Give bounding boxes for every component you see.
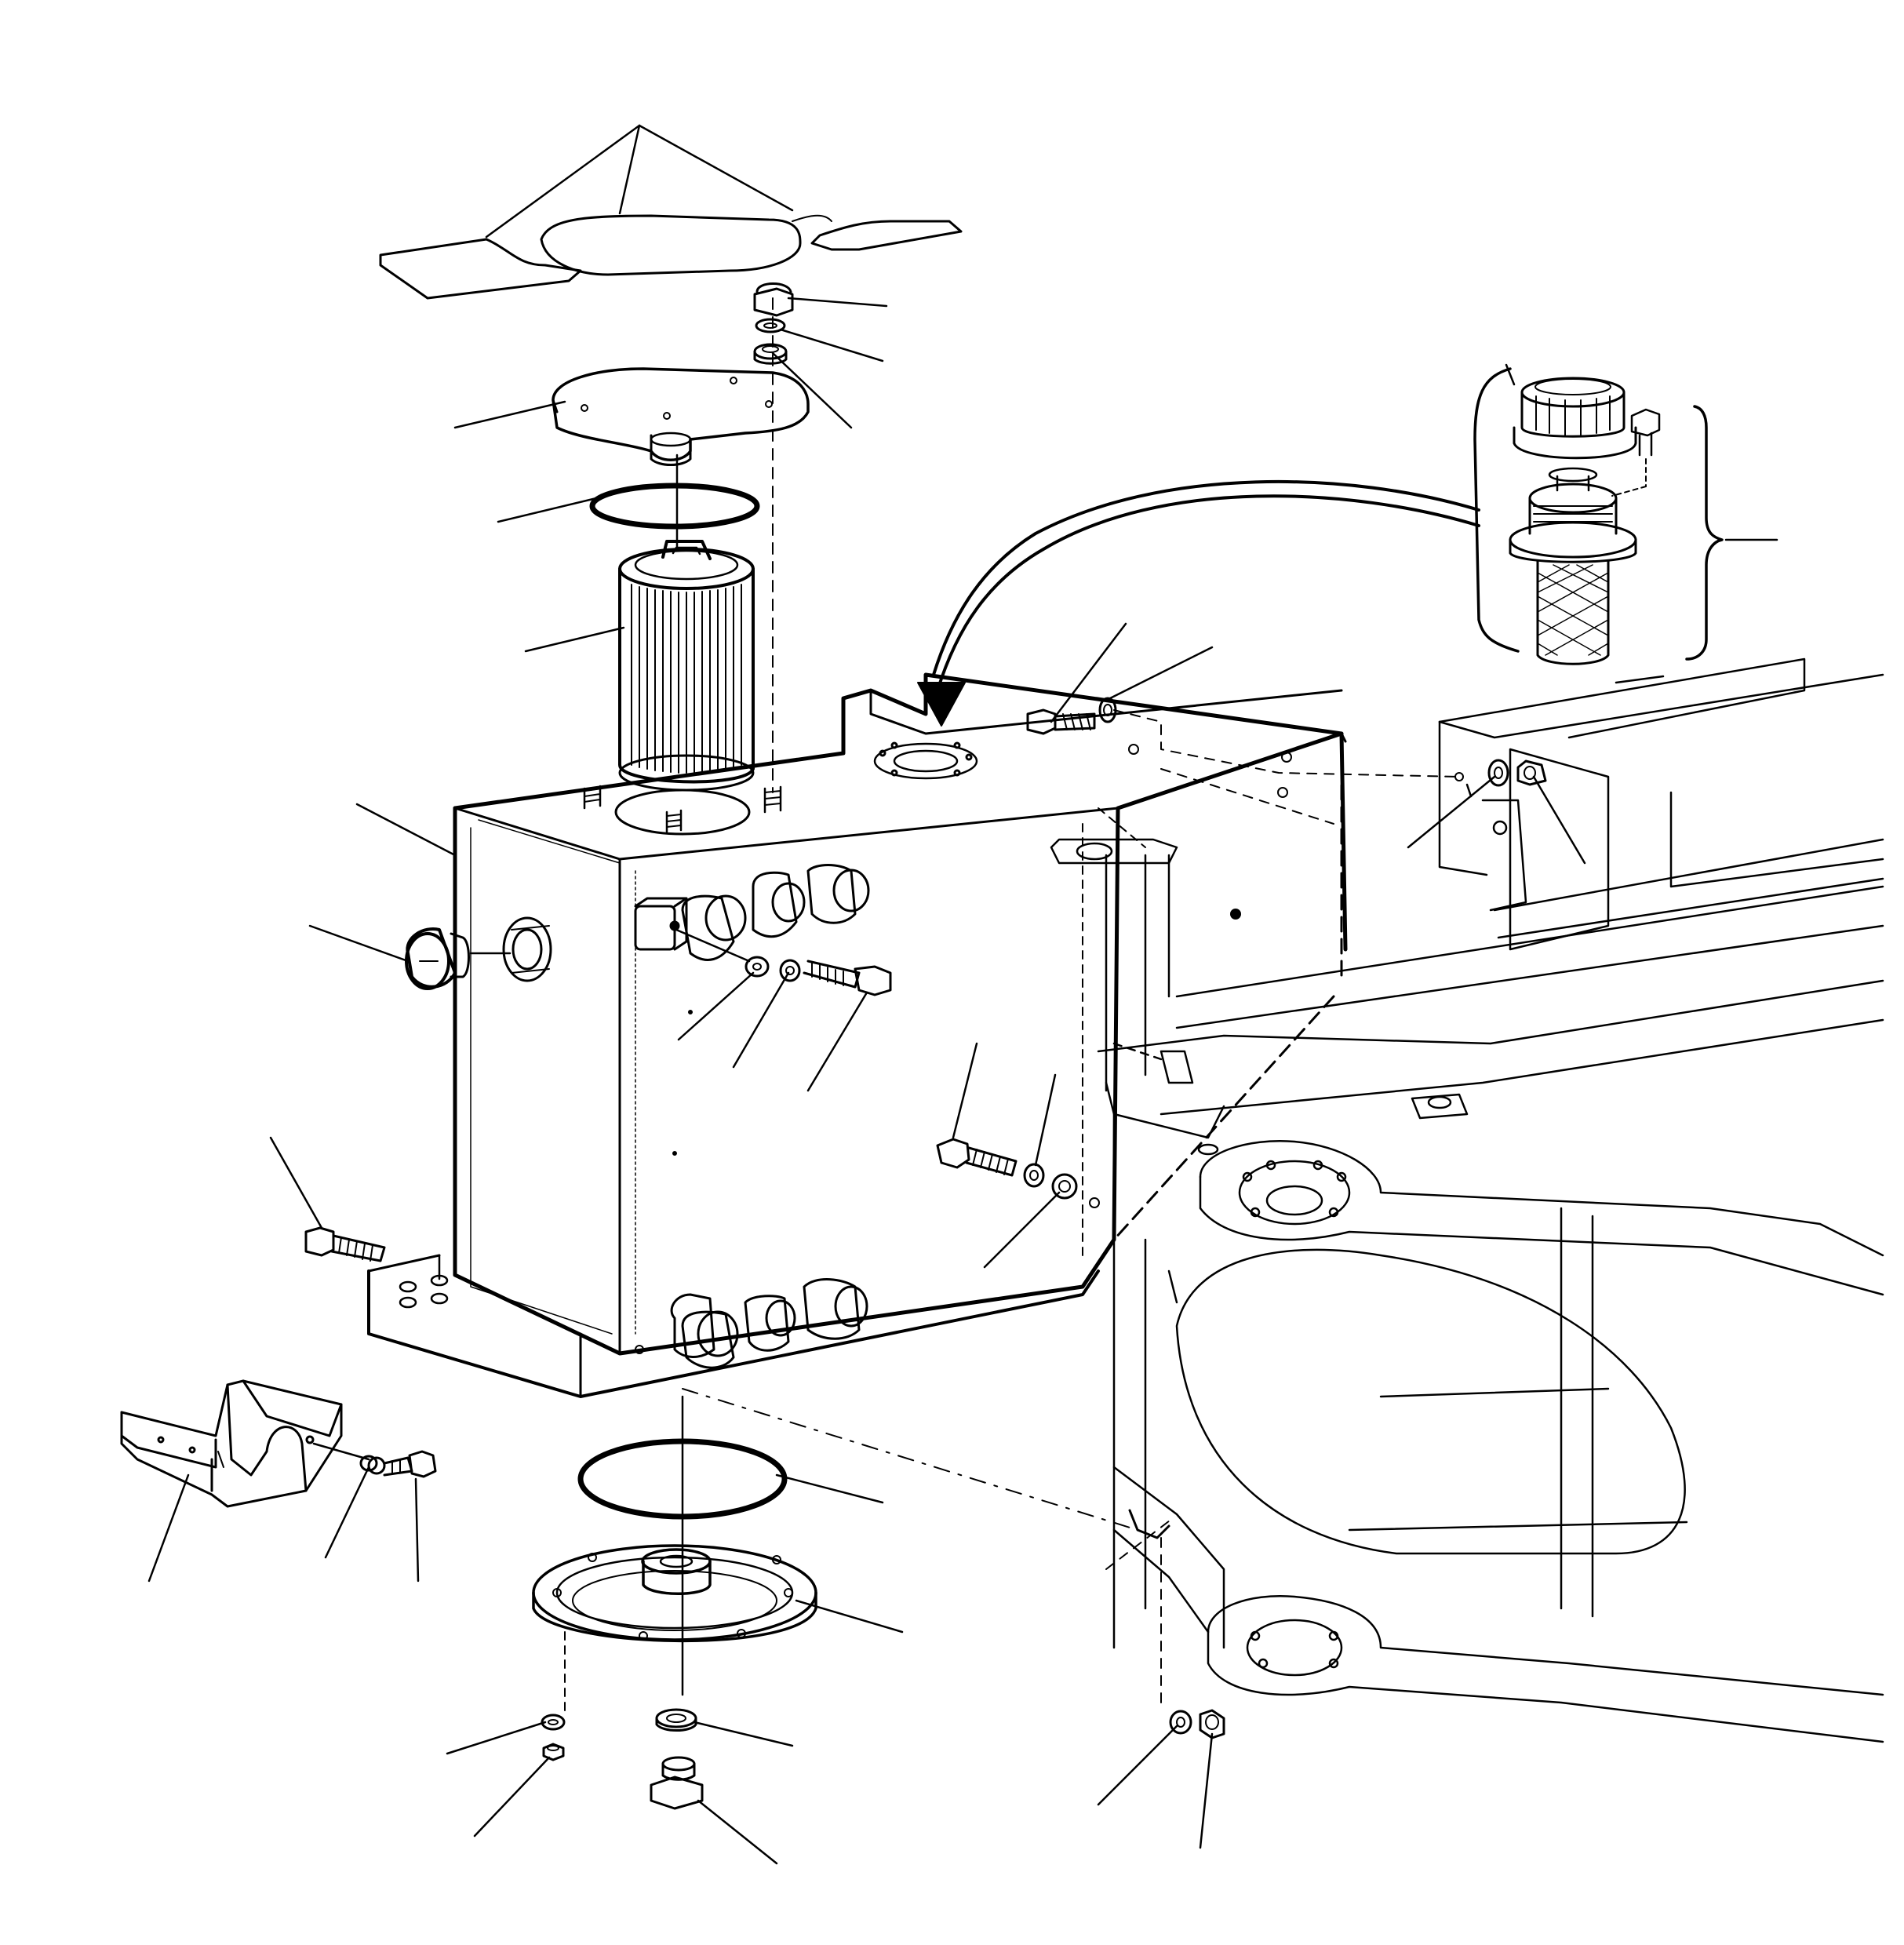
cover-bolt-stack	[753, 282, 794, 365]
tank-mount-bolt-upper	[1026, 697, 1547, 787]
side-bolt-right	[936, 1138, 1100, 1208]
filler-breather-detail	[917, 367, 1778, 727]
gasket-set	[379, 124, 963, 300]
front-face-bolt	[675, 928, 892, 996]
o-ring-upper	[589, 483, 760, 530]
callout-leaders	[147, 297, 1586, 1865]
flange-bolt-hardware	[541, 1388, 1225, 1810]
filter-element	[618, 453, 755, 1696]
chassis-frame	[1050, 657, 1884, 1743]
drain-plug	[405, 927, 511, 990]
bottom-flange	[532, 1544, 817, 1711]
guard-bracket	[120, 1379, 437, 1508]
cover-plate	[552, 297, 810, 793]
o-ring-lower	[577, 1438, 788, 1520]
hydraulic-tank	[367, 672, 1348, 1398]
base-bolt-left	[304, 1226, 386, 1262]
